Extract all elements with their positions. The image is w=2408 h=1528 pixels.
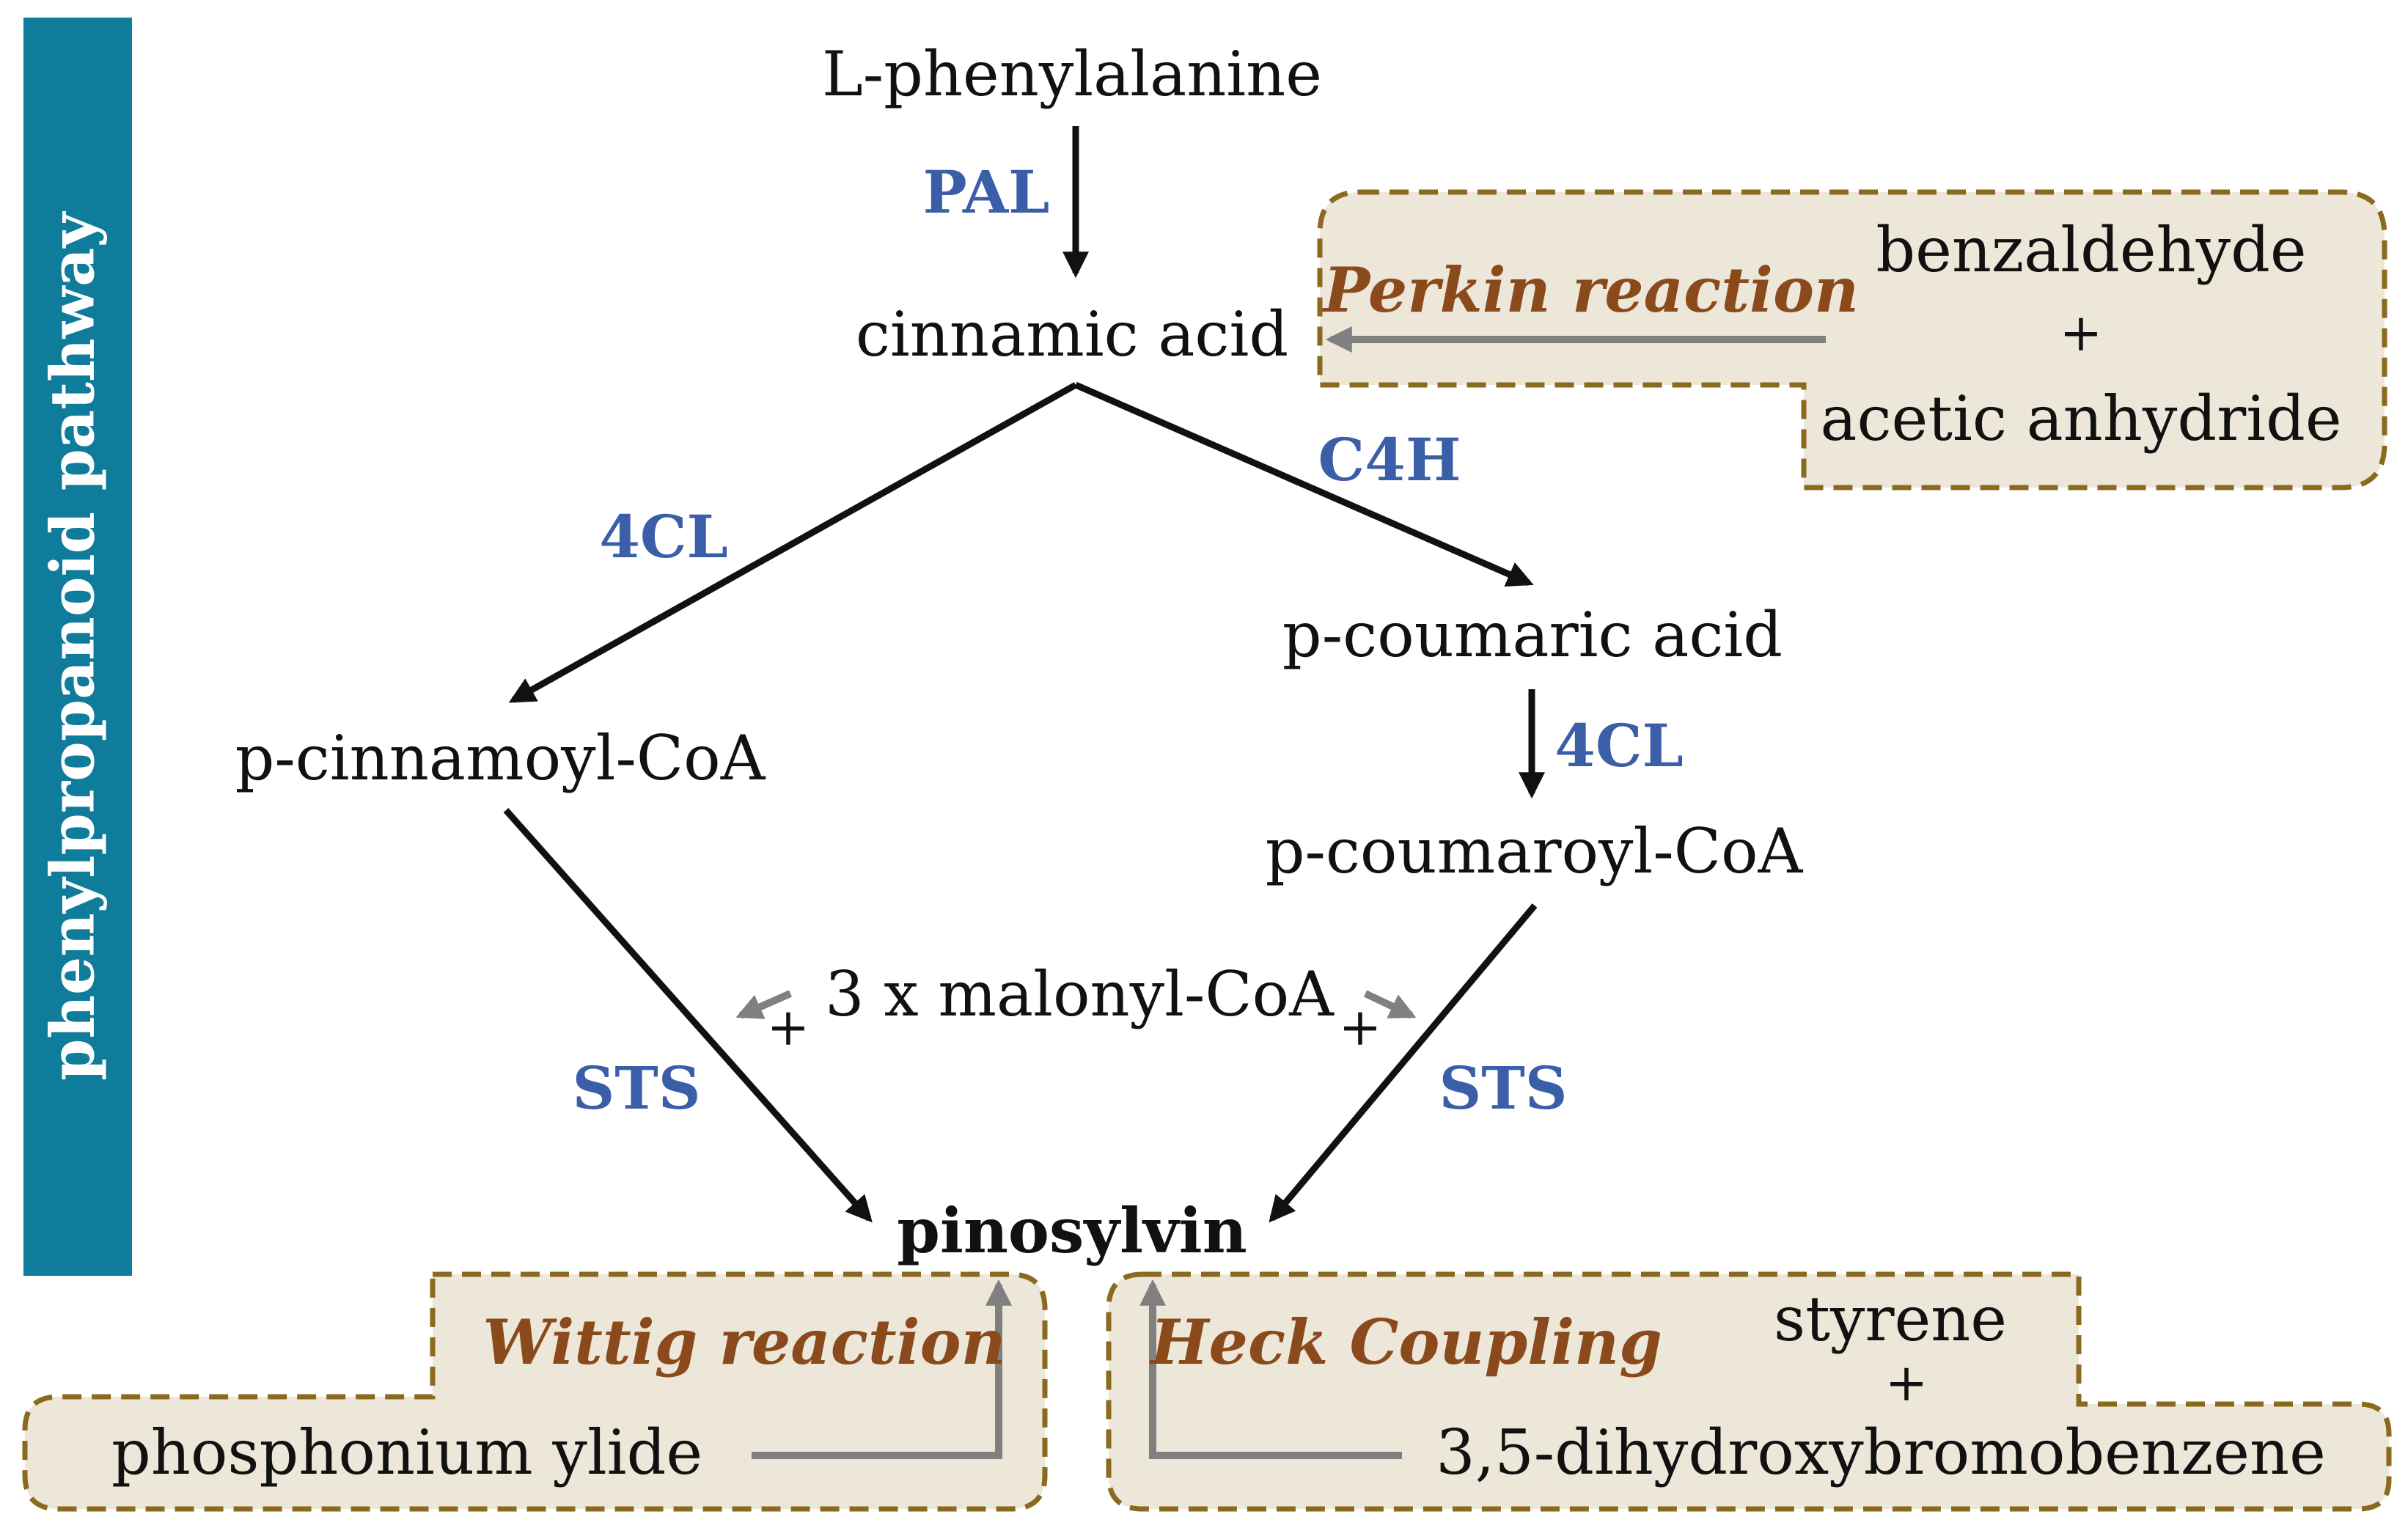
malonyl-arrow-left [735,990,793,1019]
enzyme-pal: PAL [923,158,1050,227]
biosynthesis-arrows [503,126,1545,1223]
compound-cinnamic-acid: cinnamic acid [856,298,1288,370]
compound-malonyl-coa: 3 x malonyl-CoA [825,958,1335,1030]
wittig-reaction-box [22,1271,1048,1512]
perkin-reaction-box [1317,189,2387,491]
heck-plus: + [1885,1353,1928,1413]
enzyme-4cl-left: 4CL [599,502,728,571]
heck-arrow-to-pinosylvin [1139,1279,1402,1459]
compound-l-phenylalanine: L-phenylalanine [822,38,1322,110]
malonyl-arrow-right [1363,990,1417,1019]
malonyl-plus-right: + [1339,997,1382,1057]
sidebar: phenylpropanoid pathway [23,18,132,1276]
heck-reagent-3-5-dihydroxybromobenzene: 3,5-dihydroxybromobenzene [1436,1417,2326,1488]
arrow-cinnamic-acid-to-p-coumaric-acid [1074,381,1534,587]
compound-p-cinnamoyl-coa: p-cinnamoyl-CoA [235,722,766,794]
arrow-p-coumaroyl-coa-to-pinosylvin [1269,903,1538,1223]
arrow-p-cinnamoyl-coa-to-pinosylvin [503,808,873,1223]
compound-p-coumaroyl-coa: p-coumaroyl-CoA [1266,815,1804,887]
perkin-reagent-acetic-anhydride: acetic anhydride [1820,383,2341,455]
heck-reagent-styrene: styrene [1774,1283,2007,1355]
arrow-cinnamic-acid-to-p-cinnamoyl-coa [508,382,1078,703]
perkin-reaction-label: Perkin reaction [1322,254,1859,326]
sidebar-bar [23,18,132,1276]
enzyme-sts-right: STS [1439,1054,1567,1123]
compound-p-coumaric-acid: p-coumaric acid [1282,599,1783,671]
malonyl-plus-left: + [767,997,810,1057]
enzyme-4cl-right: 4CL [1554,711,1684,780]
compound-pinosylvin: pinosylvin [897,1194,1247,1267]
wittig-arrow-to-pinosylvin [752,1279,1012,1459]
heck-coupling-label: Heck Coupling [1149,1306,1662,1378]
enzyme-sts-left: STS [572,1054,700,1123]
perkin-plus: + [2060,303,2103,363]
perkin-reagent-benzaldehyde: benzaldehyde [1876,214,2306,286]
heck-coupling-box [1106,1271,2392,1512]
wittig-reagent-phosphonium-ylide: phosphonium ylide [111,1417,702,1488]
wittig-reaction-label: Wittig reaction [482,1306,1005,1378]
sidebar-title: phenylpropanoid pathway [37,211,108,1081]
enzyme-c4h: C4H [1318,425,1461,494]
